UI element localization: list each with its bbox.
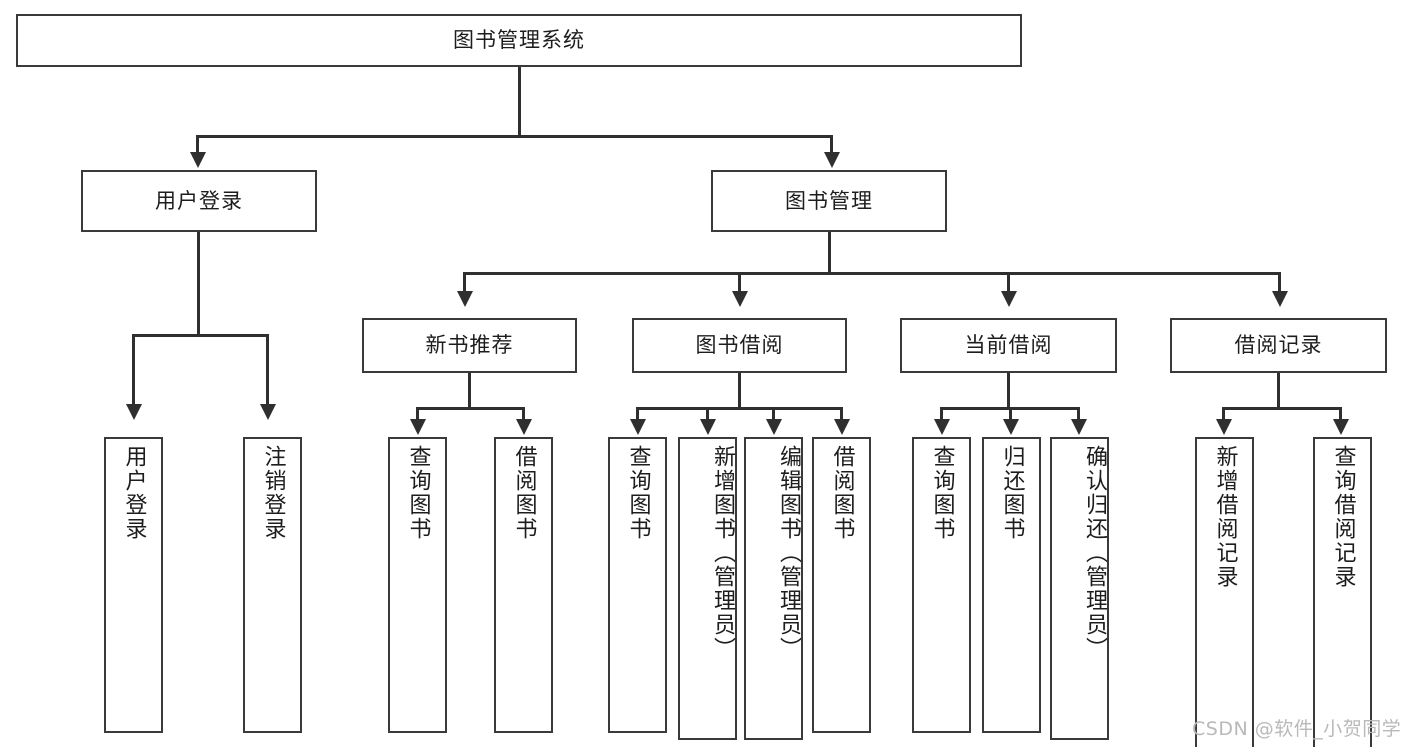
arrow-br-to-leaf-1 bbox=[1216, 419, 1232, 435]
arrow-bb-to-leaf-1 bbox=[630, 419, 646, 435]
arrow-bb-to-leaf-3 bbox=[766, 419, 782, 435]
edge-nbr-drop-2 bbox=[522, 407, 525, 421]
leaf-return-book[interactable]: 归还图书 bbox=[982, 437, 1041, 733]
leaf-query-record-label: 查询借阅记录 bbox=[1330, 445, 1356, 589]
arrow-cb-to-leaf-3 bbox=[1071, 419, 1087, 435]
leaf-query-book-3[interactable]: 查询图书 bbox=[912, 437, 971, 733]
arrow-bm-to-new-book-recommend bbox=[457, 291, 473, 307]
edge-br-drop-1 bbox=[1222, 407, 1225, 421]
edge-root-bar bbox=[196, 135, 833, 138]
node-book-management-label: 图书管理 bbox=[785, 188, 873, 213]
leaf-add-record-label: 新增借阅记录 bbox=[1212, 445, 1238, 589]
node-new-book-recommend[interactable]: 新书推荐 bbox=[362, 318, 577, 373]
edge-root-to-book-management bbox=[830, 135, 833, 155]
arrow-br-to-leaf-2 bbox=[1333, 419, 1349, 435]
arrow-bb-to-leaf-4 bbox=[834, 419, 850, 435]
arrow-user-login-to-leaf-1 bbox=[126, 404, 142, 420]
arrow-root-to-user-login bbox=[190, 152, 206, 168]
arrow-bm-to-borrow-record bbox=[1272, 291, 1288, 307]
edge-bb-drop-4 bbox=[840, 407, 843, 421]
edge-br-bar bbox=[1222, 407, 1342, 410]
node-new-book-recommend-label: 新书推荐 bbox=[425, 333, 514, 358]
edge-nbr-drop-1 bbox=[416, 407, 419, 421]
edge-bb-drop-1 bbox=[636, 407, 639, 421]
node-current-borrow[interactable]: 当前借阅 bbox=[900, 318, 1117, 373]
leaf-edit-book-label: 编辑图书（管理员） bbox=[776, 445, 801, 661]
edge-book-management-bar bbox=[463, 272, 1281, 275]
arrow-nbr-to-leaf-2 bbox=[516, 419, 532, 435]
leaf-query-book-2-label: 查询图书 bbox=[625, 445, 651, 541]
edge-cb-drop-3 bbox=[1077, 407, 1080, 421]
leaf-add-book[interactable]: 新增图书（管理员） bbox=[678, 437, 737, 740]
edge-br-drop-2 bbox=[1339, 407, 1342, 421]
edge-bm-drop-1 bbox=[463, 272, 466, 294]
leaf-user-login[interactable]: 用户登录 bbox=[104, 437, 163, 733]
node-borrow-record[interactable]: 借阅记录 bbox=[1170, 318, 1387, 373]
leaf-query-book-2[interactable]: 查询图书 bbox=[608, 437, 667, 733]
edge-root-stem bbox=[518, 67, 521, 136]
edge-cb-drop-2 bbox=[1009, 407, 1012, 421]
leaf-confirm-return[interactable]: 确认归还（管理员） bbox=[1050, 437, 1109, 740]
edge-bb-stem bbox=[738, 373, 741, 409]
leaf-confirm-return-label: 确认归还（管理员） bbox=[1082, 445, 1107, 661]
leaf-logout-label: 注销登录 bbox=[260, 445, 286, 541]
arrow-nbr-to-leaf-1 bbox=[410, 419, 426, 435]
edge-cb-drop-1 bbox=[940, 407, 943, 421]
edge-nbr-bar bbox=[416, 407, 525, 410]
leaf-add-record[interactable]: 新增借阅记录 bbox=[1195, 437, 1254, 747]
node-borrow-record-label: 借阅记录 bbox=[1234, 333, 1323, 358]
leaf-user-login-label: 用户登录 bbox=[121, 445, 147, 541]
leaf-borrow-book-1[interactable]: 借阅图书 bbox=[494, 437, 553, 733]
edge-book-management-stem bbox=[828, 232, 831, 274]
edge-user-login-stem bbox=[197, 232, 200, 336]
leaf-query-book-3-label: 查询图书 bbox=[929, 445, 955, 541]
leaf-add-book-label: 新增图书（管理员） bbox=[710, 445, 735, 661]
leaf-logout[interactable]: 注销登录 bbox=[243, 437, 302, 733]
leaf-borrow-book-2-label: 借阅图书 bbox=[829, 445, 855, 541]
edge-bm-drop-2 bbox=[738, 272, 741, 294]
leaf-query-book-1-label: 查询图书 bbox=[405, 445, 431, 541]
arrow-bm-to-book-borrow bbox=[732, 291, 748, 307]
leaf-return-book-label: 归还图书 bbox=[999, 445, 1025, 541]
leaf-borrow-book-1-label: 借阅图书 bbox=[511, 445, 537, 541]
node-root-label: 图书管理系统 bbox=[453, 28, 585, 53]
leaf-query-book-1[interactable]: 查询图书 bbox=[388, 437, 447, 733]
arrow-bb-to-leaf-2 bbox=[700, 419, 716, 435]
node-user-login-label: 用户登录 bbox=[155, 188, 243, 213]
edge-nbr-stem bbox=[468, 373, 471, 409]
arrow-root-to-book-management bbox=[824, 152, 840, 168]
leaf-edit-book[interactable]: 编辑图书（管理员） bbox=[744, 437, 803, 740]
node-book-management[interactable]: 图书管理 bbox=[711, 170, 947, 232]
edge-br-stem bbox=[1277, 373, 1280, 409]
node-root[interactable]: 图书管理系统 bbox=[16, 14, 1022, 67]
edge-bm-drop-3 bbox=[1007, 272, 1010, 294]
csdn-watermark: CSDN @软件_小贺同学 bbox=[1192, 718, 1402, 740]
edge-bb-drop-2 bbox=[706, 407, 709, 421]
edge-user-login-bar bbox=[132, 334, 269, 337]
edge-root-to-user-login bbox=[196, 135, 199, 155]
leaf-borrow-book-2[interactable]: 借阅图书 bbox=[812, 437, 871, 733]
arrow-user-login-to-leaf-2 bbox=[260, 404, 276, 420]
arrow-cb-to-leaf-1 bbox=[934, 419, 950, 435]
edge-bb-drop-3 bbox=[772, 407, 775, 421]
node-book-borrow[interactable]: 图书借阅 bbox=[632, 318, 847, 373]
node-user-login[interactable]: 用户登录 bbox=[81, 170, 317, 232]
edge-bm-drop-4 bbox=[1278, 272, 1281, 294]
arrow-bm-to-current-borrow bbox=[1001, 291, 1017, 307]
edge-cb-stem bbox=[1007, 373, 1010, 409]
arrow-cb-to-leaf-2 bbox=[1003, 419, 1019, 435]
edge-bb-bar bbox=[636, 407, 842, 410]
edge-user-login-drop-1 bbox=[132, 334, 135, 406]
edge-user-login-drop-2 bbox=[266, 334, 269, 406]
leaf-query-record[interactable]: 查询借阅记录 bbox=[1313, 437, 1372, 747]
node-current-borrow-label: 当前借阅 bbox=[964, 333, 1053, 358]
node-book-borrow-label: 图书借阅 bbox=[695, 333, 784, 358]
